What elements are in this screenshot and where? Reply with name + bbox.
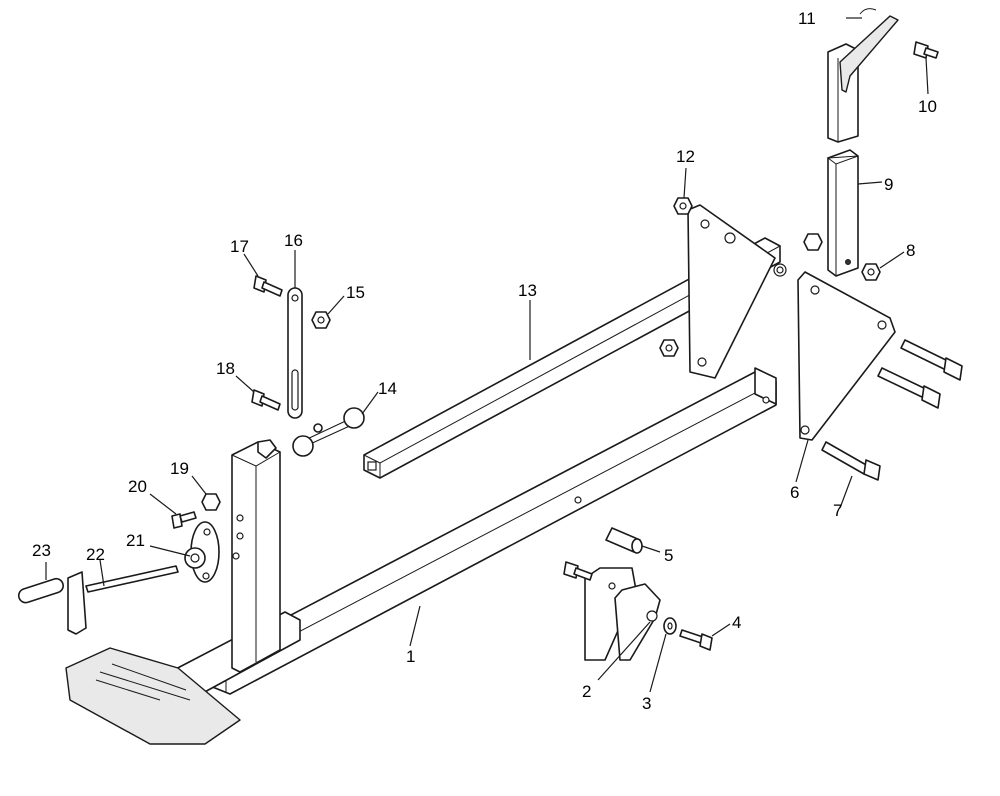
callout-7: 7 <box>833 501 842 520</box>
part-13-upper-bar <box>363 237 781 479</box>
part-18-bolt <box>251 389 281 411</box>
callout-18: 18 <box>216 359 235 378</box>
upright-post <box>231 439 281 673</box>
callout-3: 3 <box>642 694 651 713</box>
callout-9: 9 <box>884 175 893 194</box>
part-3-washer <box>663 617 677 635</box>
callout-16: 16 <box>284 231 303 250</box>
callout-23: 23 <box>32 541 51 560</box>
callout-labels: 1 2 3 4 5 6 7 8 9 10 11 12 13 14 15 16 1… <box>32 9 937 713</box>
part-20-bolt <box>171 511 197 529</box>
long-bolts <box>877 339 963 409</box>
part-8-nut <box>861 263 881 281</box>
part-4-bolt <box>679 629 713 651</box>
callout-11: 11 <box>798 9 816 28</box>
part-11-upper-tube <box>827 8 899 143</box>
callout-8: 8 <box>906 241 915 260</box>
part-17-bolt <box>253 275 283 297</box>
callout-17: 17 <box>230 237 249 256</box>
part-9-lower-tube <box>826 149 859 277</box>
callout-21: 21 <box>126 531 145 550</box>
callout-2: 2 <box>582 682 591 701</box>
small-bolt-near-2 <box>563 561 593 581</box>
part-23-grip <box>17 577 64 604</box>
callout-5: 5 <box>664 546 673 565</box>
part-14-ball-pin <box>292 407 365 457</box>
part-2-hinge-plates <box>584 567 661 661</box>
part-10-bolt <box>913 41 939 59</box>
callout-19: 19 <box>170 459 189 478</box>
part-5-pin <box>605 527 643 554</box>
callout-4: 4 <box>732 613 741 632</box>
part-12-bracket-plate <box>659 197 823 379</box>
callout-6: 6 <box>790 483 799 502</box>
part-21-bearing-flange <box>184 521 220 583</box>
callout-13: 13 <box>518 281 537 300</box>
part-22-crank-shaft <box>67 565 179 635</box>
callout-12: 12 <box>676 147 695 166</box>
part-16-slotted-strap <box>287 287 303 419</box>
part-7-bolt <box>821 441 881 481</box>
leader-lines <box>45 17 929 693</box>
callout-15: 15 <box>346 283 365 302</box>
callout-10: 10 <box>918 97 937 116</box>
callout-1: 1 <box>406 647 415 666</box>
callout-14: 14 <box>378 379 397 398</box>
part-15-nut <box>311 311 331 329</box>
part-6-triangle-plate <box>797 271 896 441</box>
callout-20: 20 <box>128 477 147 496</box>
callout-22: 22 <box>86 545 105 564</box>
part-19-nut <box>201 493 221 511</box>
